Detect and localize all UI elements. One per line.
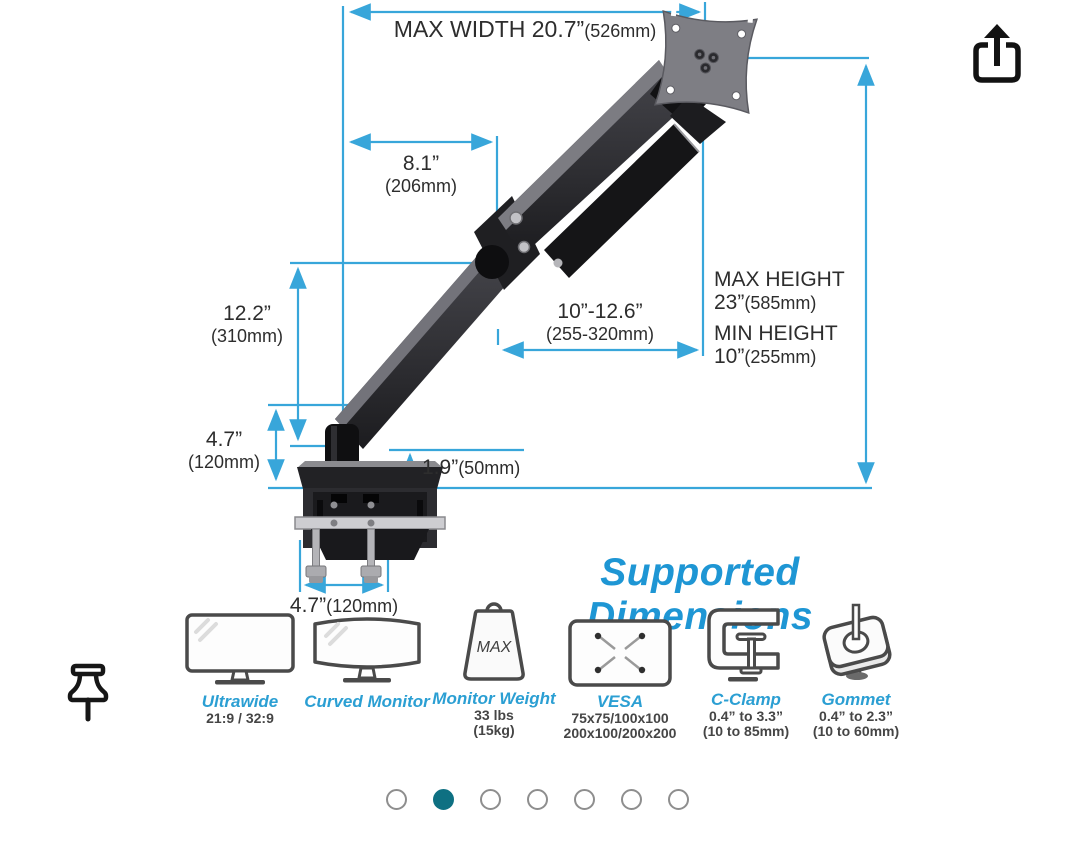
grommet-icon xyxy=(790,602,922,686)
pin-button[interactable] xyxy=(64,660,114,726)
vesa-plate xyxy=(653,8,759,115)
carousel-dot-4[interactable] xyxy=(527,789,548,810)
dim-label-lower-arm: 10”-12.6” (255-320mm) xyxy=(545,300,655,344)
dimension-lines xyxy=(267,2,875,594)
carousel-dot-1[interactable] xyxy=(386,789,407,810)
pushpin-icon xyxy=(67,663,109,722)
weight-icon: MAX xyxy=(428,601,560,685)
carousel-dots xyxy=(386,789,694,810)
carousel-dot-6[interactable] xyxy=(621,789,642,810)
monitor-arm-product xyxy=(294,8,759,583)
supported-item-vesa: VESA 75x75/100x100 200x100/200x200 xyxy=(554,604,686,741)
clamp-bolts xyxy=(305,528,382,583)
share-button[interactable] xyxy=(970,24,1026,86)
c-clamp-icon xyxy=(680,602,812,686)
dim-label-base-clearance: 1.9”(50mm) xyxy=(422,456,521,479)
carousel-dot-3[interactable] xyxy=(480,789,501,810)
supported-item-c-clamp: C-Clamp 0.4” to 3.3” (10 to 85mm) xyxy=(680,602,812,739)
dim-label-heights: MAX HEIGHT 23”(585mm) MIN HEIGHT 10”(255… xyxy=(714,268,845,368)
curved-monitor-icon xyxy=(301,604,433,688)
dim-label-max-width: MAX WIDTH 20.7”(526mm) xyxy=(393,16,657,42)
supported-item-ultrawide: Ultrawide 21:9 / 32:9 xyxy=(174,604,306,726)
vesa-icon xyxy=(554,604,686,688)
svg-text:MAX: MAX xyxy=(477,639,513,656)
supported-item-curved: Curved Monitor xyxy=(301,604,433,711)
dim-label-upper-arm: 8.1” (206mm) xyxy=(384,152,457,196)
dim-label-pole: 4.7” (120mm) xyxy=(187,428,260,472)
carousel-dot-7[interactable] xyxy=(668,789,689,810)
share-icon xyxy=(973,24,1021,83)
supported-item-weight: MAX Monitor Weight 33 lbs (15kg) xyxy=(428,601,560,738)
supported-item-grommet: Gommet 0.4” to 2.3” (10 to 60mm) xyxy=(790,602,922,739)
carousel-dot-5[interactable] xyxy=(574,789,595,810)
ultrawide-monitor-icon xyxy=(174,604,306,688)
dim-label-riser: 12.2” (310mm) xyxy=(210,302,283,346)
carousel-dot-2-active[interactable] xyxy=(433,789,454,810)
dim-label-base-width: 4.7”(120mm) xyxy=(289,594,399,617)
